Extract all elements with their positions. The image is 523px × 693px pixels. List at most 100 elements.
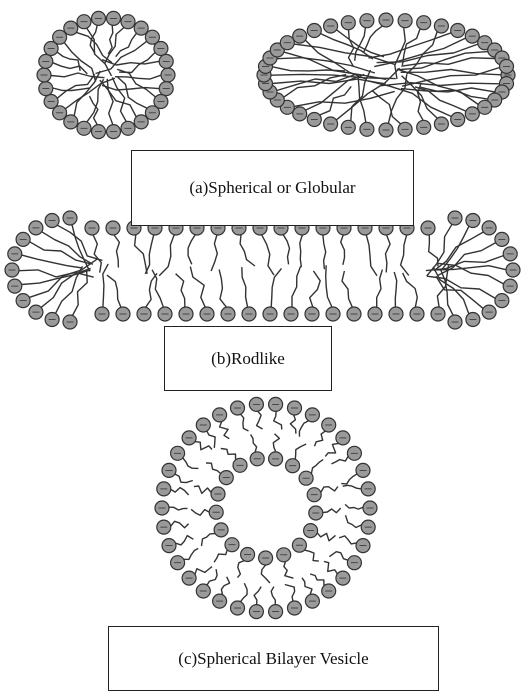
surfactant-tail — [184, 548, 199, 559]
surfactant-tail — [242, 267, 248, 307]
surfactant-tail — [159, 235, 174, 276]
surfactant-tail — [257, 411, 263, 429]
spherical-micelle-left — [37, 11, 175, 138]
surfactant-tail — [116, 33, 137, 57]
surfactant-tail — [294, 44, 395, 65]
surfactant-tail — [285, 585, 295, 602]
surfactant-tail — [339, 536, 356, 544]
surfactant-tail — [90, 96, 98, 125]
surfactant-tail — [349, 30, 354, 67]
surfactant-tail — [152, 270, 163, 307]
surfactant-tail — [102, 85, 159, 90]
surfactant-tail — [214, 550, 227, 562]
caption-spherical: (a)Spherical or Globular — [189, 178, 355, 198]
surfactant-tail — [207, 569, 217, 585]
surfactant-tail — [304, 550, 319, 561]
surfactant-tail — [295, 444, 306, 459]
surfactant-tail — [202, 534, 216, 546]
surfactant-tail — [194, 486, 211, 493]
surfactant-tail — [364, 26, 383, 52]
surfactant-tail — [42, 232, 93, 265]
surfactant-tail — [183, 458, 199, 468]
surfactant-tail — [30, 242, 91, 264]
rodlike-micelle — [5, 211, 520, 329]
surfactant-tail — [176, 536, 194, 545]
surfactant-tail — [190, 267, 205, 308]
surfactant-tail — [290, 415, 296, 434]
surfactant-tail — [273, 434, 279, 452]
surfactant-tail — [341, 474, 357, 484]
surfactant-tail — [401, 235, 409, 276]
surfactant-tail — [394, 272, 397, 307]
surfactant-tail — [342, 271, 352, 307]
surfactant-tail — [195, 567, 212, 575]
surfactant-tail — [321, 487, 338, 493]
surfactant-tail — [220, 422, 230, 439]
surfactant-tail — [345, 504, 363, 509]
surfactant-tail — [107, 275, 121, 307]
surfactant-tail — [261, 565, 270, 583]
surfactant-tail — [188, 235, 195, 264]
surfactant-tail — [238, 561, 245, 578]
surfactant-tail — [311, 460, 323, 474]
surfactant-tail — [175, 474, 193, 483]
caption-spherical-box: (a)Spherical or Globular — [131, 150, 414, 226]
surfactant-tail — [73, 270, 88, 316]
surfactant-tail — [300, 235, 303, 267]
surfactant-tail — [341, 235, 345, 265]
surfactant-tail — [171, 488, 189, 495]
surfactant-tail — [326, 265, 332, 307]
surfactant-tail — [310, 271, 321, 307]
surfactant-tail — [105, 28, 124, 64]
caption-vesicle: (c)Spherical Bilayer Vesicle — [178, 649, 368, 669]
surfactant-tail — [299, 421, 308, 437]
surfactant-tail — [262, 235, 274, 275]
surfactant-tail — [381, 83, 500, 86]
caption-rodlike-box: (b)Rodlike — [164, 326, 332, 391]
surfactant-tail — [171, 521, 189, 528]
surfactant-tail — [429, 235, 438, 267]
surfactant-tail — [283, 235, 289, 265]
surfactant-tail — [388, 75, 406, 124]
surfactant-tail — [427, 276, 496, 298]
surfactant-tail — [324, 561, 337, 573]
surfactant-tail — [118, 77, 148, 108]
surfactant-tail — [273, 79, 386, 84]
surfactant-tail — [207, 431, 215, 448]
surfactant-tail — [195, 442, 212, 450]
surfactant-tail — [114, 235, 119, 268]
surfactant-tail — [274, 411, 282, 429]
surfactant-tail — [102, 60, 159, 65]
surfactant-tail — [377, 270, 383, 308]
surfactant-tail — [103, 264, 108, 307]
surfactant-tail — [53, 63, 88, 74]
surfactant-tail — [219, 270, 226, 308]
surfactant-tail — [96, 41, 147, 73]
surfactant-tail — [372, 90, 401, 124]
surfactant-tail — [221, 577, 229, 595]
surfactant-tail — [292, 266, 301, 307]
surfactant-tail — [325, 443, 338, 456]
surfactant-tail — [240, 235, 255, 266]
surfactant-tail — [87, 28, 112, 76]
surfactant-tail — [329, 552, 348, 561]
surfactant-tail — [107, 79, 113, 125]
surfactant-tail — [251, 435, 257, 453]
surfactant-tail — [169, 507, 188, 510]
caption-rodlike: (b)Rodlike — [211, 349, 285, 369]
surfactant-tail — [221, 449, 236, 460]
surfactant-tail — [323, 508, 341, 513]
surfactant-tail — [22, 255, 83, 268]
surfactant-tail — [343, 485, 362, 489]
caption-vesicle-box: (c)Spherical Bilayer Vesicle — [108, 626, 439, 691]
bilayer-vesicle — [155, 397, 377, 618]
surfactant-tail — [332, 456, 349, 464]
surfactant-tail — [294, 91, 395, 106]
surfactant-tail — [271, 587, 275, 605]
surfactant-tail — [241, 414, 249, 431]
surfactant-tail — [211, 235, 217, 271]
spherical-micelle-right — [257, 13, 515, 137]
surfactant-tail — [386, 235, 391, 272]
surfactant-tail — [115, 75, 161, 79]
surfactant-tail — [302, 578, 312, 595]
